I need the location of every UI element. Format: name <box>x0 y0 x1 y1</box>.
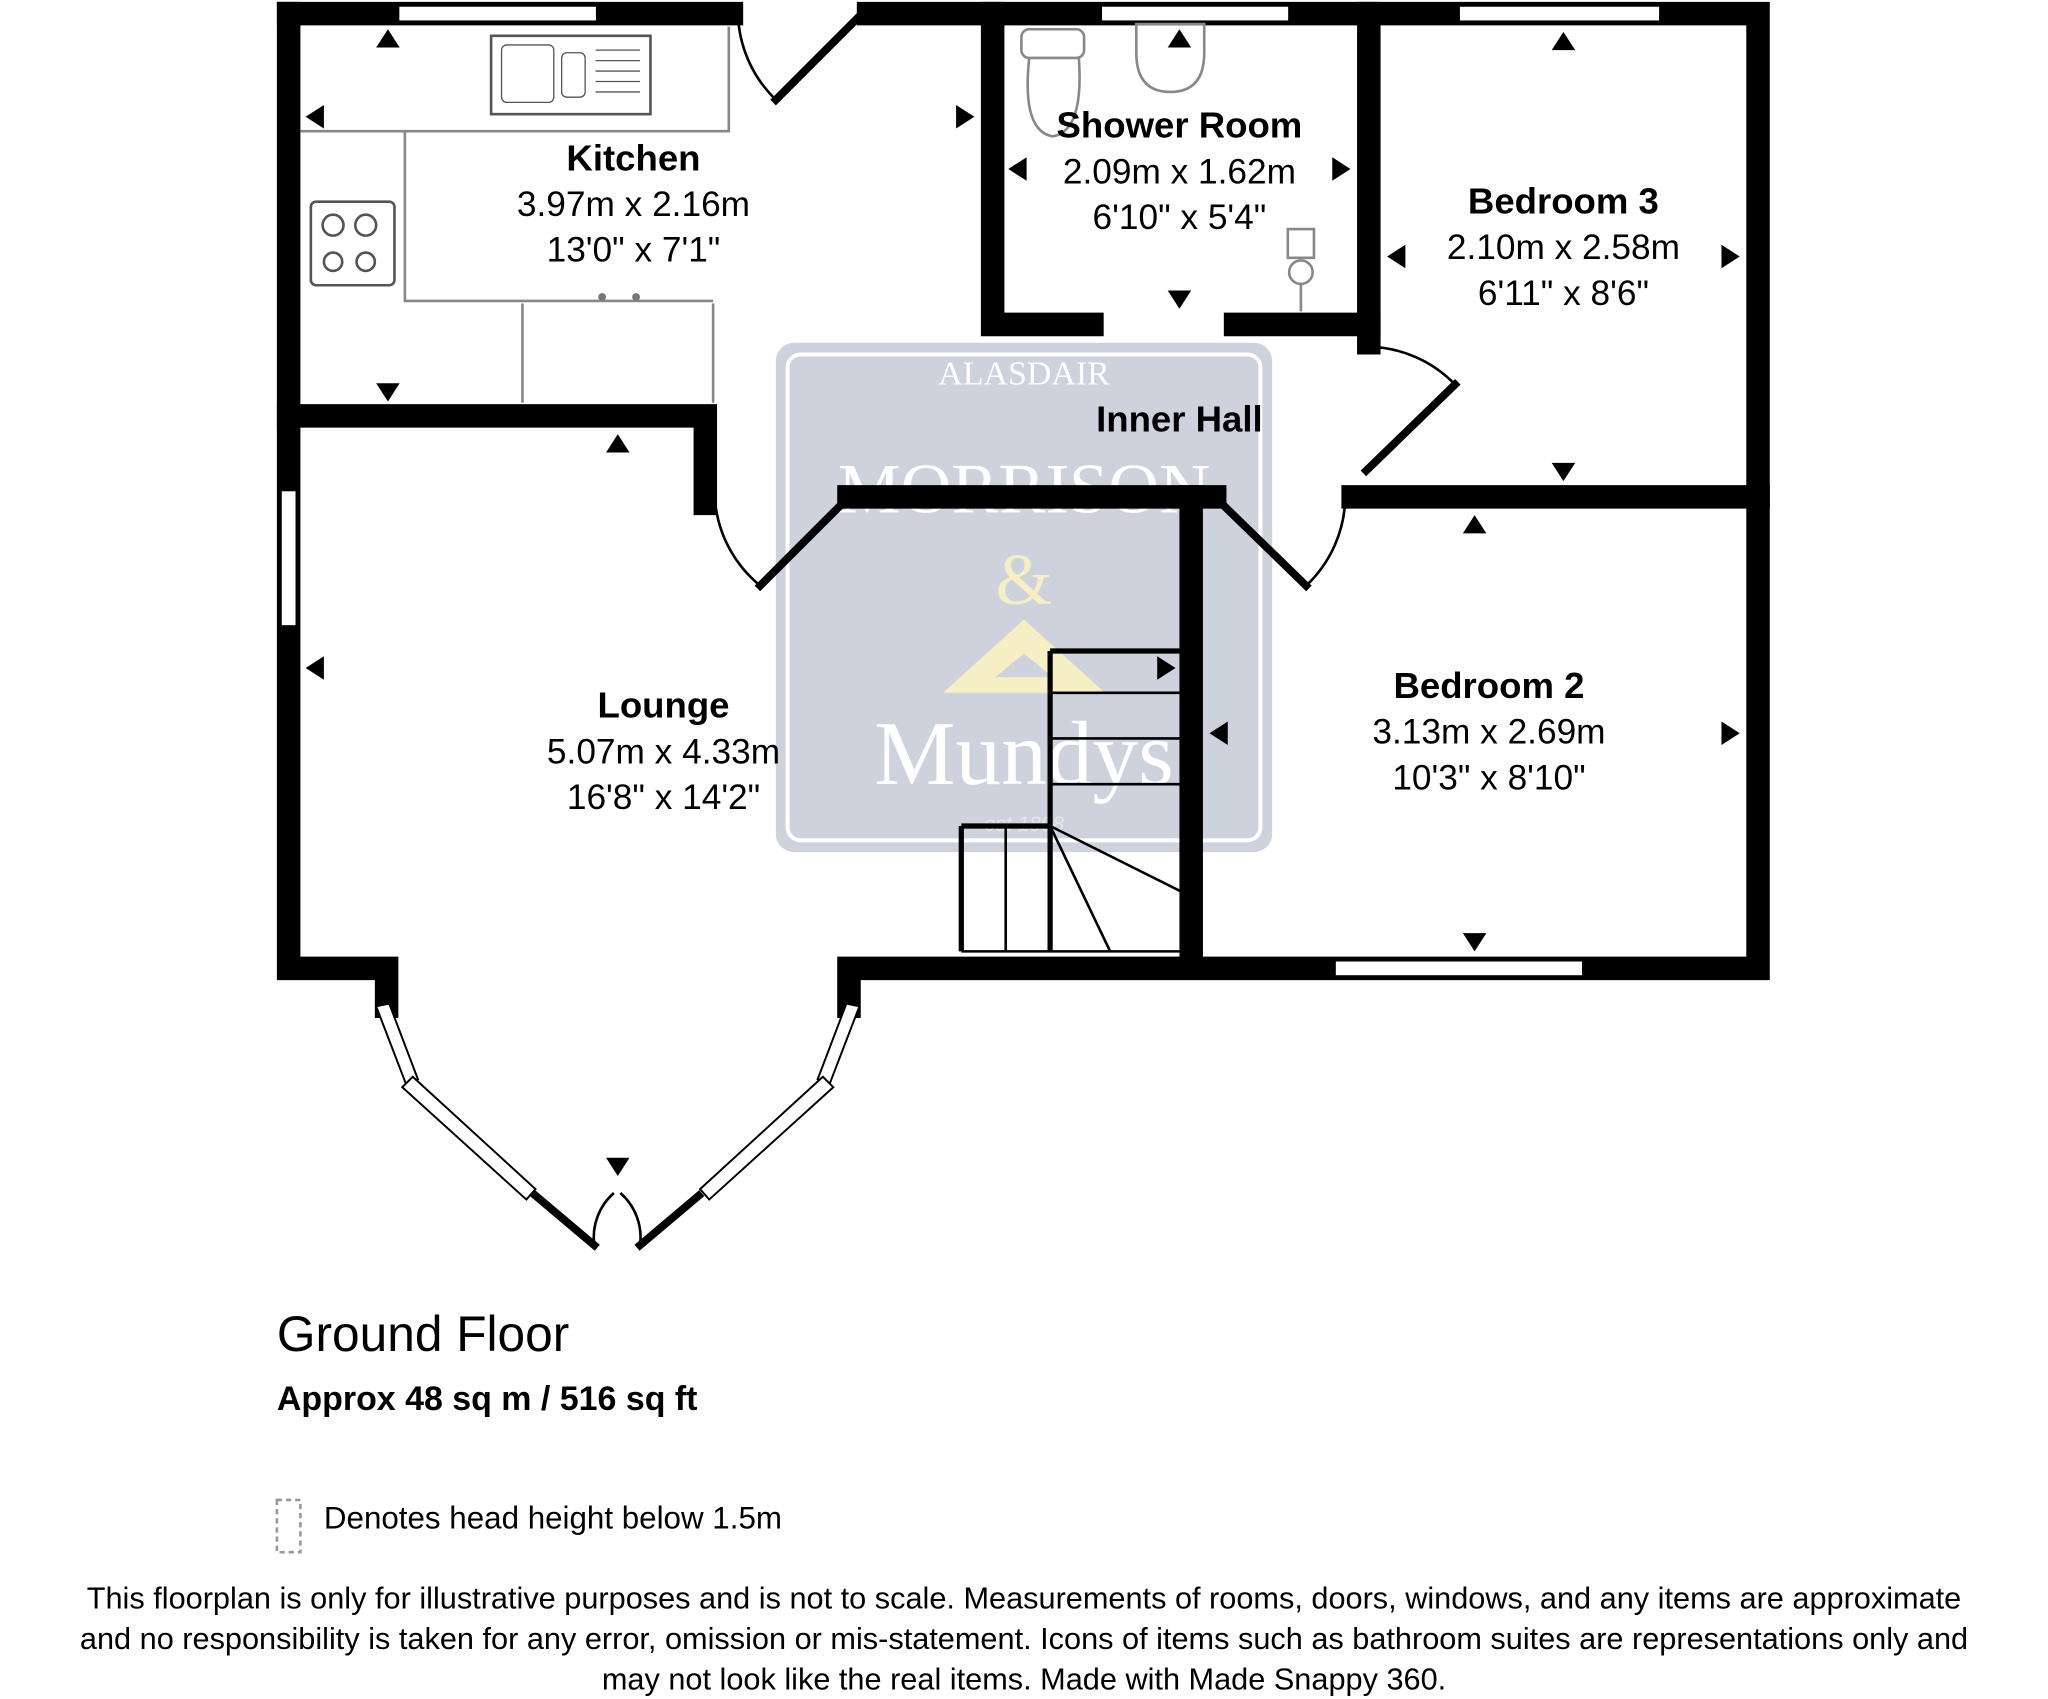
room-name: Inner Hall <box>1096 399 1263 440</box>
watermark-text: & <box>996 539 1053 620</box>
sink-icon <box>489 34 652 116</box>
room-name: Kitchen <box>566 137 700 178</box>
bathroom-fixtures <box>1020 22 1316 312</box>
toilet-icon <box>1020 27 1086 60</box>
watermark-text: ALASDAIR <box>938 356 1110 393</box>
room-inner-hall: Inner Hall <box>1096 399 1263 440</box>
room-shower-room: Shower Room 2.09m x 1.62m 6'10" x 5'4" <box>1057 105 1303 237</box>
room-lounge: Lounge 5.07m x 4.33m 16'8" x 14'2" <box>547 685 780 817</box>
room-dimensions-metric: 2.09m x 1.62m <box>1063 152 1296 191</box>
disclaimer-text: This floorplan is only for illustrative … <box>87 1580 1962 1615</box>
room-name: Bedroom 3 <box>1468 180 1659 221</box>
basin-icon <box>1135 22 1206 94</box>
room-dimensions-metric: 3.13m x 2.69m <box>1372 713 1605 752</box>
room-name: Shower Room <box>1057 105 1303 146</box>
room-dimensions-imperial: 13'0" x 7'1" <box>547 231 721 270</box>
walls <box>276 1 1770 1018</box>
floor-area: Approx 48 sq m / 516 sq ft <box>277 1380 698 1418</box>
room-bedroom-2: Bedroom 2 3.13m x 2.69m 10'3" x 8'10" <box>1372 665 1605 797</box>
windows <box>279 4 1662 1201</box>
floor-title: Ground Floor <box>277 1306 569 1362</box>
room-dimensions-imperial: 6'10" x 5'4" <box>1093 198 1267 237</box>
watermark-logo: ALASDAIR MORRISON & Mundys est 1898 <box>775 342 1273 853</box>
staircase <box>958 648 1182 953</box>
room-bedroom-3: Bedroom 3 2.10m x 2.58m 6'11" x 8'6" <box>1447 180 1680 312</box>
doors <box>529 8 1461 1251</box>
kitchen-fixtures <box>300 26 731 403</box>
room-dimensions-metric: 3.97m x 2.16m <box>517 185 750 224</box>
triangle-logo-icon <box>943 619 1105 693</box>
room-dimensions-imperial: 16'8" x 14'2" <box>567 778 760 817</box>
radiator-icon <box>1286 227 1316 260</box>
room-kitchen: Kitchen 3.97m x 2.16m 13'0" x 7'1" <box>517 137 750 269</box>
hob-icon <box>309 200 396 287</box>
legend-text: Denotes head height below 1.5m <box>324 1501 782 1536</box>
room-name: Lounge <box>598 685 730 726</box>
head-height-legend-icon <box>275 1498 302 1554</box>
room-dimensions-metric: 5.07m x 4.33m <box>547 732 780 771</box>
room-dimensions-metric: 2.10m x 2.58m <box>1447 228 1680 267</box>
measurement-arrows <box>305 29 1740 1177</box>
room-dimensions-imperial: 6'11" x 8'6" <box>1478 274 1649 313</box>
room-dimensions-imperial: 10'3" x 8'10" <box>1392 758 1585 797</box>
room-name: Bedroom 2 <box>1393 665 1584 706</box>
disclaimer-text: and no responsibility is taken for any e… <box>80 1621 1968 1656</box>
disclaimer-text: may not look like the real items. Made w… <box>602 1661 1446 1696</box>
watermark-text: Mundys <box>874 703 1174 804</box>
